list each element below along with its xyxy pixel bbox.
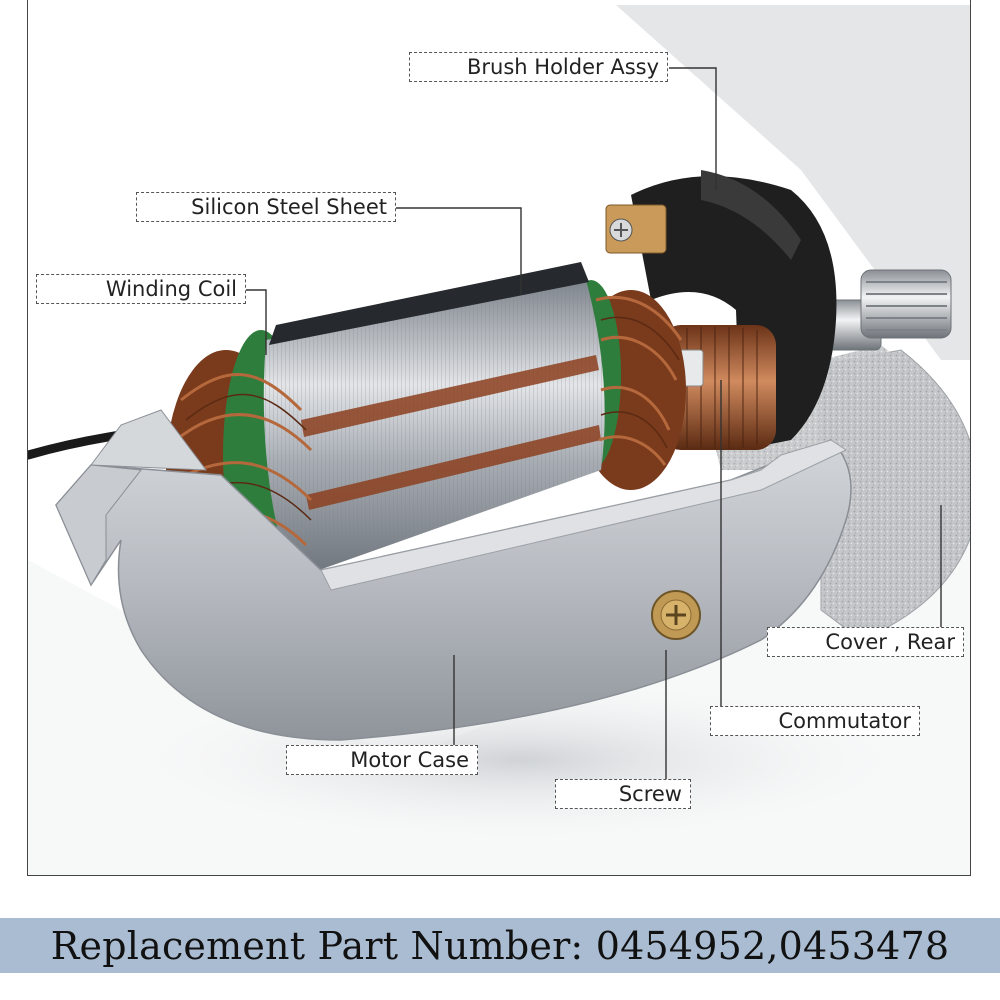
label-silicon-steel-sheet: Silicon Steel Sheet <box>136 192 396 222</box>
label-commutator: Commutator <box>710 706 920 736</box>
diagram-frame: Brush Holder Assy Silicon Steel Sheet Wi… <box>27 0 971 876</box>
spline-gear <box>861 270 951 338</box>
label-cover-rear: Cover , Rear <box>767 627 964 657</box>
label-screw: Screw <box>555 779 691 809</box>
part-number-banner: Replacement Part Number: 0454952,0453478 <box>0 918 1000 973</box>
label-motor-case: Motor Case <box>286 745 478 775</box>
motor-cutaway-illustration <box>28 0 971 876</box>
part-number-text: Replacement Part Number: 0454952,0453478 <box>51 924 950 968</box>
label-brush-holder-assy: Brush Holder Assy <box>409 52 668 82</box>
label-winding-coil: Winding Coil <box>36 274 246 304</box>
